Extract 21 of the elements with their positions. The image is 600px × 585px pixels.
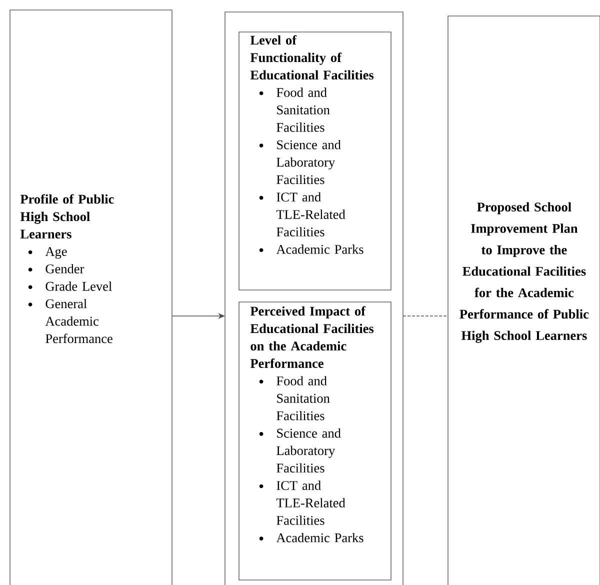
bullet-item: Academic Parks: [276, 244, 364, 254]
box-text: Proposed School Improvement Plan to Improve the Educational Facilities for the Academic Performance of Public High School Learners: [460, 202, 589, 343]
heading: Level of Functionality of Educational Facilities: [250, 35, 374, 80]
bullet-item: ICT and TLE-Related Facilities: [276, 480, 346, 525]
bullet-item: Food and Sanitation Facilities: [276, 88, 330, 132]
bullet-item: Food and Sanitation Facilities: [276, 376, 330, 420]
bullet-item: Grade Level: [46, 282, 112, 291]
text-box: [238, 302, 392, 580]
bullet-item: ICT and TLE-Related Facilities: [276, 192, 346, 236]
bullet-item: Academic Parks: [276, 532, 364, 542]
bullet-item: Science and Laboratory Facilities: [276, 140, 341, 184]
text-box: [238, 32, 392, 290]
outer-box: [224, 12, 404, 585]
bullet-item: Age: [45, 247, 67, 259]
bullet-item: Science and Laboratory Facilities: [276, 428, 341, 473]
heading: Perceived Impact of Educational Facilities on the Academic Performance: [250, 306, 374, 368]
text-box: [448, 16, 600, 585]
bullet-item: General Academic Performance: [45, 298, 112, 344]
heading: Profile of Public High School Learners: [20, 194, 114, 239]
text-box: [10, 10, 172, 585]
bullet-item: Gender: [46, 264, 84, 274]
